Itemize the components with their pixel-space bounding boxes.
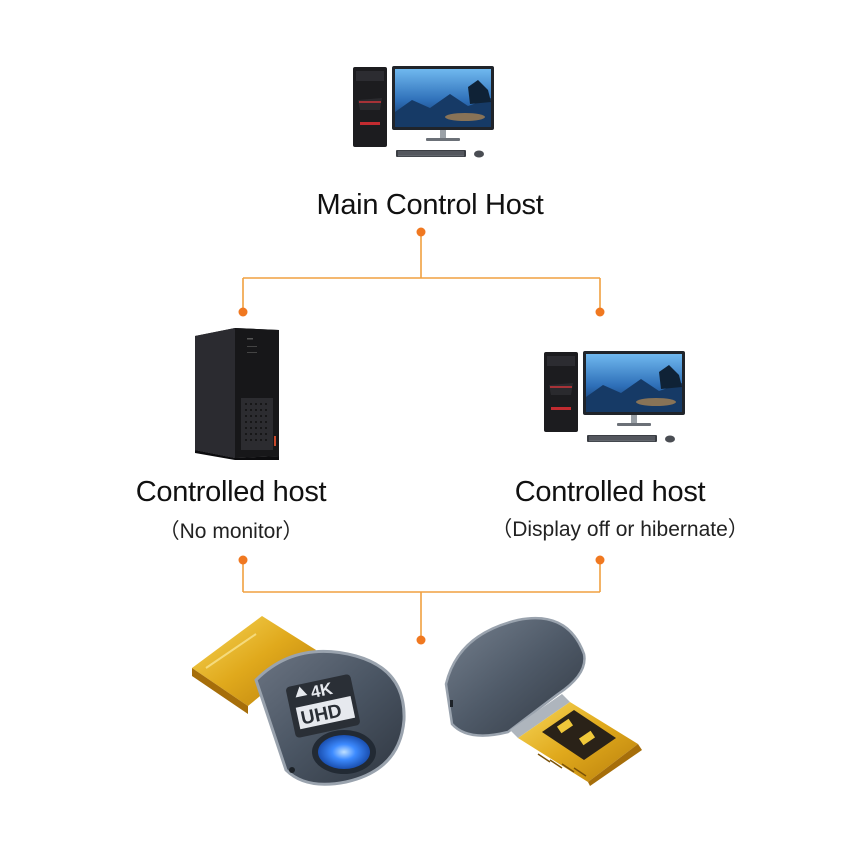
badge-4k-text: 4K — [309, 679, 335, 702]
left-host-label: Controlled host — [135, 476, 327, 508]
left-host-subtitle: （No monitor） — [158, 520, 304, 543]
tower-case-icon — [195, 328, 279, 460]
connector-dot — [416, 227, 426, 237]
main-host-label: Main Control Host — [316, 189, 544, 221]
desktop-pc-icon — [353, 66, 494, 158]
connector-dot — [416, 635, 426, 645]
connector-dot — [595, 555, 605, 565]
right-host-label: Controlled host — [514, 476, 706, 508]
connector-dot — [595, 307, 605, 317]
connector-dot — [238, 555, 248, 565]
desktop-pc-icon — [544, 351, 685, 443]
hdmi-dummy-plug-icon: 4K UHD — [192, 616, 406, 786]
connector-dot — [238, 307, 248, 317]
hdmi-dummy-plug-icon — [444, 616, 642, 786]
right-host-subtitle: （Display off or hibernate） — [491, 518, 749, 541]
